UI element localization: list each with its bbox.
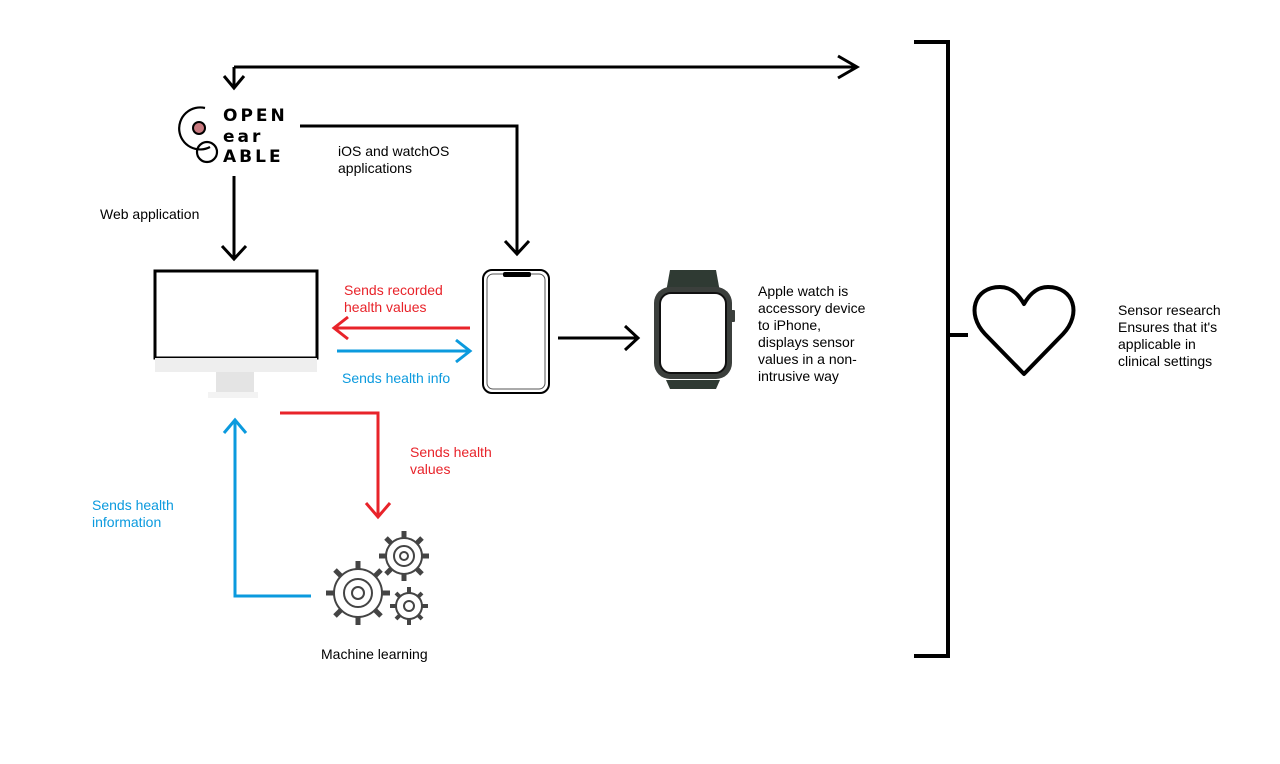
label-sensor-research-line2: Ensures that it's [1118,319,1217,335]
phone-to-computer-red-arrow [331,315,470,341]
computer-to-phone-blue-arrow [337,338,473,364]
logo-text-open: OPEN [223,106,288,126]
right-bracket [914,40,968,658]
heart-icon [972,285,1076,376]
gear-large [326,561,390,625]
label-apple-watch-line1: Apple watch is [758,283,848,299]
label-machine-learning: Machine learning [321,646,428,662]
gear-small [390,587,428,625]
logo-text-ear: ear [223,127,263,147]
label-sensor-research-line4: clinical settings [1118,353,1212,369]
label-apple-watch-line3: to iPhone, [758,317,821,333]
label-apple-watch-line4: displays sensor [758,334,855,350]
label-sends-health-information-line2: information [92,514,161,530]
label-apple-watch-line5: values in a non- [758,351,857,367]
label-web-application: Web application [100,206,199,222]
top-arrow [222,54,860,91]
label-sends-health-values-line2: values [410,461,450,477]
gear-top [379,531,429,581]
label-sensor-research-line1: Sensor research [1118,302,1221,318]
label-sends-health-info: Sends health info [342,370,450,386]
logo-text-able: ABLE [223,147,284,167]
computer-to-ml-red-arrow [280,411,392,520]
desktop-monitor-icon [153,269,319,398]
label-ios-watchos-line1: iOS and watchOS [338,143,449,159]
iphone-icon [482,269,550,394]
label-apple-watch-line2: accessory device [758,300,866,316]
label-sends-recorded-line1: Sends recorded [344,282,443,298]
logo-to-computer-arrow [220,176,248,262]
phone-to-watch-arrow [558,324,641,352]
openearable-logo: OPEN ear ABLE [178,106,288,167]
ml-to-computer-blue-arrow [222,417,311,598]
label-sensor-research-line3: applicable in [1118,336,1196,352]
label-apple-watch-line6: intrusive way [758,368,839,384]
label-sensor-research: Sensor research Ensures that it's applic… [1118,302,1221,369]
gears-icon [326,531,429,625]
logo-to-phone-arrow [300,124,531,257]
label-sends-recorded-line2: health values [344,299,427,315]
label-ios-watchos-line2: applications [338,160,412,176]
label-apple-watch: Apple watch is accessory device to iPhon… [758,283,866,384]
label-sends-health-information-line1: Sends health [92,497,174,513]
apple-watch-icon [654,270,735,389]
label-sends-health-values-line1: Sends health [410,444,492,460]
